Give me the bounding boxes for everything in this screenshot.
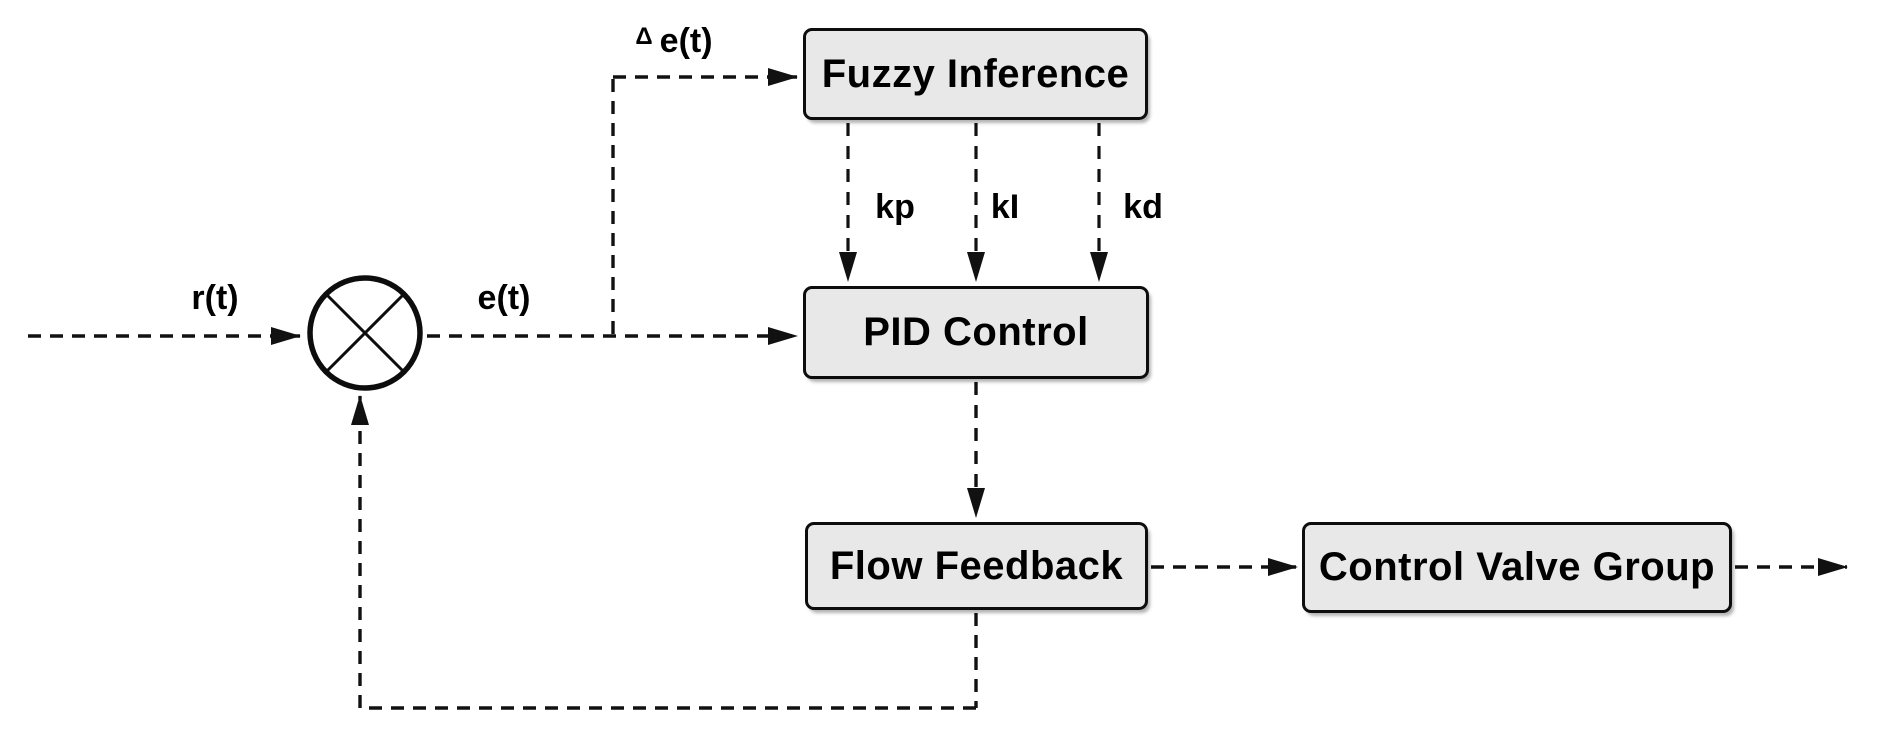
label-delta-et-text: e(t) [659, 22, 713, 60]
node-pid-control: PID Control [803, 286, 1149, 379]
label-input-rt: r(t) [191, 279, 239, 317]
label-gain-kd: kd [1123, 188, 1163, 226]
delta-icon: Δ [635, 23, 653, 50]
label-delta-et: Δ e(t) [635, 24, 712, 58]
label-error-et: e(t) [477, 279, 531, 317]
summing-junction-cross [324, 292, 406, 374]
label-gain-ki: kI [990, 188, 1020, 226]
node-fuzzy-inference: Fuzzy Inference [803, 28, 1148, 120]
node-flow-feedback: Flow Feedback [805, 522, 1148, 610]
node-control-valve-group: Control Valve Group [1302, 522, 1732, 613]
label-gain-kp: kp [875, 188, 915, 226]
